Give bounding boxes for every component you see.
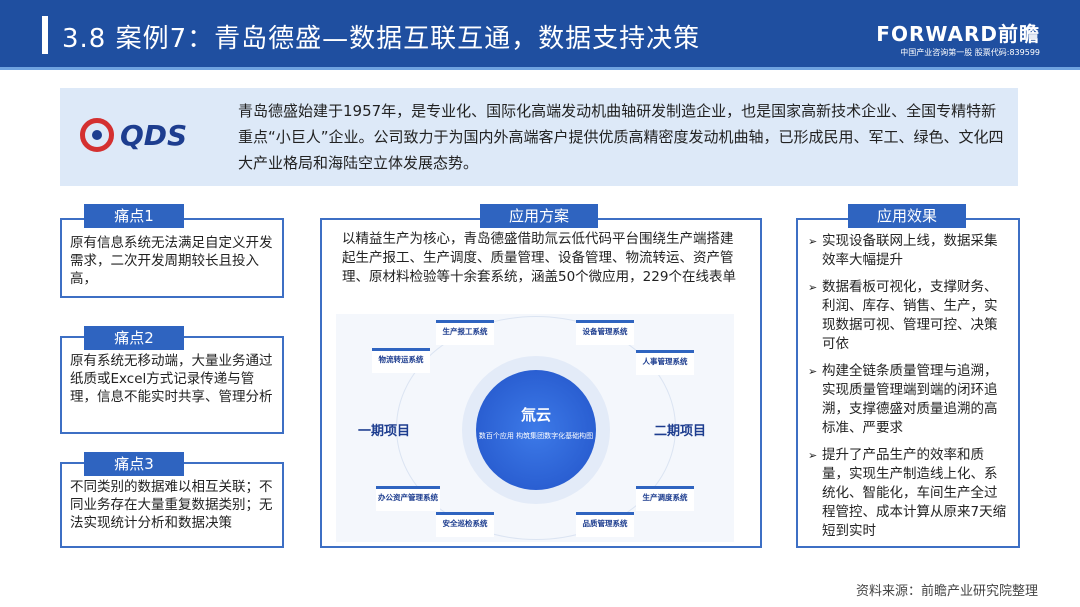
solution-text: 以精益生产为核心，青岛德盛借助氚云低代码平台围绕生产端搭建起生产报工、生产调度、… — [342, 231, 736, 285]
system-name: 人事管理系统 — [642, 357, 688, 366]
phase-2: 二期项目 — [654, 424, 707, 439]
pain-text: 原有信息系统无法满足自定义开发需求，二次开发周期较长且投入高， — [70, 235, 273, 287]
company-intro: QDS 青岛德盛始建于1957年，是专业化、国际化高端发动机曲轴研发制造企业，也… — [60, 88, 1018, 186]
system-card: 品质管理系统 — [576, 512, 634, 537]
forward-logo: FORWARD前瞻 中国产业咨询第一股 股票代码:839599 — [876, 18, 1040, 58]
source-note: 资料来源：前瞻产业研究院整理 — [855, 584, 1038, 599]
effect-item: 数据看板可视化，支撑财务、利润、库存、销售、生产，实现数据可视、管理可控、决策可… — [808, 278, 1010, 354]
solution-label: 应用方案 — [480, 204, 598, 228]
logo-subtext: 中国产业咨询第一股 股票代码:839599 — [900, 48, 1040, 57]
system-card: 安全巡检系统 — [436, 512, 494, 537]
system-card: 生产调度系统 — [636, 486, 694, 511]
pain-point-2: 原有系统无移动端，大量业务通过纸质或Excel方式记录传递与管理，信息不能实时共… — [60, 336, 284, 434]
effects-panel: 实现设备联网上线，数据采集效率大幅提升 数据看板可视化，支撑财务、利润、库存、销… — [796, 218, 1020, 548]
pain-label-1: 痛点1 — [84, 204, 184, 228]
qds-logo-text: QDS — [120, 118, 188, 152]
intro-text: 青岛德盛始建于1957年，是专业化、国际化高端发动机曲轴研发制造企业，也是国家高… — [238, 102, 1004, 172]
system-name: 生产报工系统 — [442, 327, 488, 336]
pain-text: 原有系统无移动端，大量业务通过纸质或Excel方式记录传递与管理，信息不能实时共… — [70, 353, 273, 405]
solution-panel: 以精益生产为核心，青岛德盛借助氚云低代码平台围绕生产端搭建起生产报工、生产调度、… — [320, 218, 762, 548]
pain-label-2: 痛点2 — [84, 326, 184, 350]
effect-item: 构建全链条质量管理与追溯，实现质量管理端到端的闭环追溯，支撑德盛对质量追溯的高标… — [808, 362, 1010, 438]
system-card: 办公资产管理系统 — [376, 486, 440, 511]
system-name: 生产调度系统 — [642, 493, 688, 502]
diagram-center: 氚云 数百个应用 构筑集团数字化基础构图 — [476, 370, 596, 490]
system-name: 设备管理系统 — [582, 327, 628, 336]
system-name: 品质管理系统 — [582, 519, 628, 528]
logo-text: FORWARD前瞻 — [876, 22, 1040, 46]
system-name: 办公资产管理系统 — [378, 493, 438, 502]
system-card: 物流转运系统 — [372, 348, 430, 373]
system-card: 人事管理系统 — [636, 350, 694, 375]
page-title: 3.8 案例7：青岛德盛—数据互联互通，数据支持决策 — [62, 24, 701, 54]
pain-text: 不同类别的数据难以相互关联；不同业务存在大量重复数据类别；无法实现统计分析和数据… — [70, 479, 273, 531]
qds-logo: QDS — [80, 118, 187, 152]
effect-item: 提升了产品生产的效率和质量，实现生产制造线上化、系统化、智能化，车间生产全过程管… — [808, 446, 1010, 541]
center-desc: 数百个应用 构筑集团数字化基础构图 — [478, 432, 594, 440]
effect-item: 实现设备联网上线，数据采集效率大幅提升 — [808, 232, 1010, 270]
pain-point-1: 原有信息系统无法满足自定义开发需求，二次开发周期较长且投入高， — [60, 218, 284, 298]
qds-logo-icon — [80, 118, 114, 152]
header-bar: 3.8 案例7：青岛德盛—数据互联互通，数据支持决策 FORWARD前瞻 中国产… — [0, 0, 1080, 70]
system-card: 生产报工系统 — [436, 320, 494, 345]
diagram-ring — [396, 316, 676, 540]
center-name: 氚云 — [520, 406, 551, 424]
platform-diagram: 氚云 数百个应用 构筑集团数字化基础构图 一期项目 二期项目 生产报工系统 设备… — [336, 314, 734, 542]
effects-label: 应用效果 — [848, 204, 966, 228]
pain-point-3: 不同类别的数据难以相互关联；不同业务存在大量重复数据类别；无法实现统计分析和数据… — [60, 462, 284, 548]
phase-1: 一期项目 — [358, 424, 411, 439]
system-name: 安全巡检系统 — [442, 519, 488, 528]
system-name: 物流转运系统 — [378, 355, 424, 364]
pain-label-3: 痛点3 — [84, 452, 184, 476]
system-card: 设备管理系统 — [576, 320, 634, 345]
title-accent — [42, 16, 48, 54]
